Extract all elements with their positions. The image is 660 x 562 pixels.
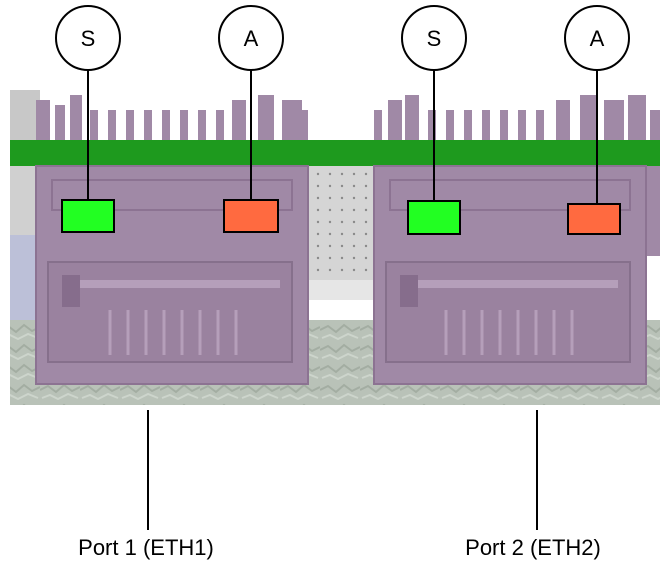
port1-status-led xyxy=(61,199,115,233)
callout-port1-activity: A xyxy=(218,5,284,71)
port2-caption: Port 2 (ETH2) xyxy=(465,535,601,560)
left-component xyxy=(10,90,40,140)
board-photo xyxy=(10,90,660,405)
callout-port1-status: S xyxy=(55,5,121,71)
port1-activity-led xyxy=(223,199,279,233)
rj45-contacts-2 xyxy=(444,310,574,355)
rj45-jack-2 xyxy=(373,165,647,385)
callout-port2-status: S xyxy=(401,5,467,71)
top-pins-left xyxy=(36,95,308,140)
callout-leaders xyxy=(87,70,598,530)
port1-caption: Port 1 (ETH1) xyxy=(78,535,214,560)
callout-letter: S xyxy=(81,26,96,51)
port2-status-led xyxy=(407,200,461,235)
port2-activity-led xyxy=(567,203,621,235)
rj45-contacts-1 xyxy=(108,310,238,355)
rj45-jack-1 xyxy=(35,165,309,385)
callout-letter: A xyxy=(590,26,605,51)
callout-port2-activity: A xyxy=(564,5,630,71)
top-pins-right xyxy=(374,95,660,140)
pcb-edge xyxy=(10,140,660,166)
middle-connector xyxy=(308,165,374,285)
callout-letter: A xyxy=(244,26,259,51)
callout-letter: S xyxy=(427,26,442,51)
